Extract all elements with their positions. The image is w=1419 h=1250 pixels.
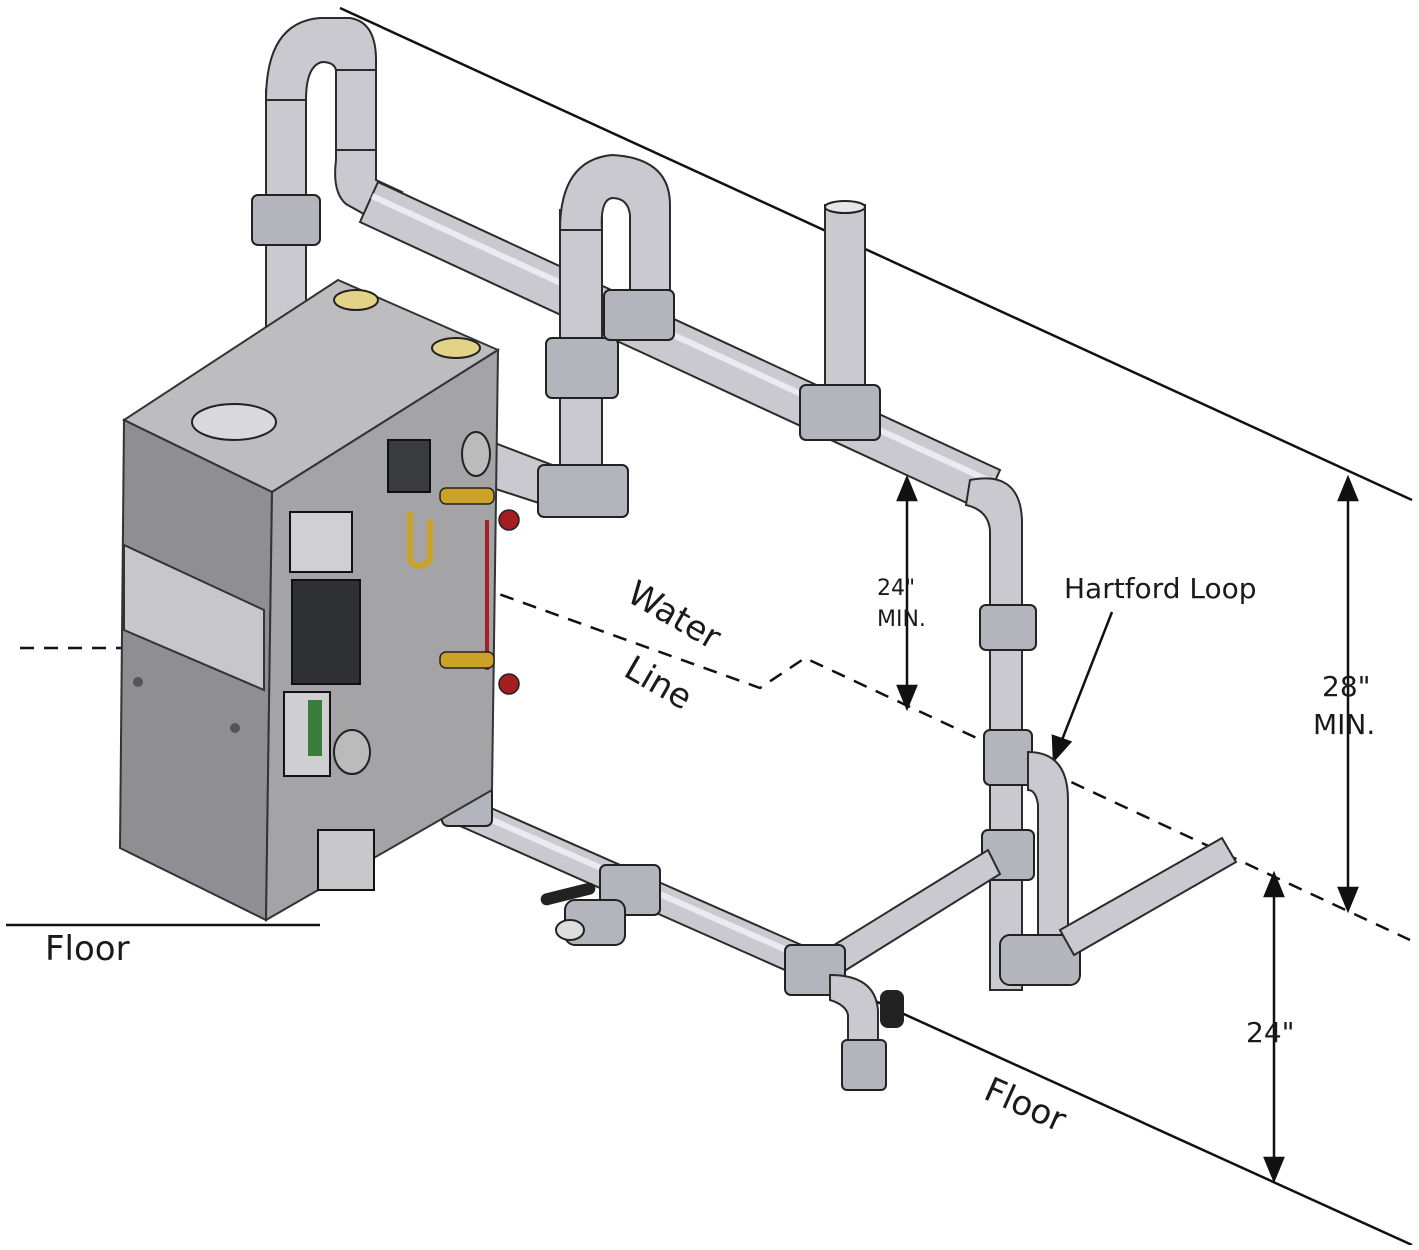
return-stub-right xyxy=(1058,836,1238,957)
union-fitting-2 xyxy=(545,337,619,399)
arrow-head xyxy=(896,684,918,712)
steam-piping xyxy=(251,17,1238,1091)
tapping-opening-2 xyxy=(431,337,481,359)
arrow-head xyxy=(1337,474,1359,502)
drain-elbow xyxy=(829,973,879,1051)
arrow-head xyxy=(896,474,918,502)
dim-24-min-suffix: MIN. xyxy=(877,607,926,632)
water-line-label-2: Line xyxy=(618,648,699,718)
floor-label-right: Floor xyxy=(978,1070,1072,1141)
arrow-head xyxy=(1263,1156,1285,1184)
drain-valve xyxy=(841,1039,887,1091)
arrow-head xyxy=(1337,886,1359,914)
union-fitting-3 xyxy=(979,604,1037,651)
return-cross-pipe xyxy=(824,848,1002,977)
tee-fitting-2 xyxy=(799,384,881,441)
control-panel xyxy=(291,579,361,685)
hartford-pointer xyxy=(1058,611,1114,746)
tee-fitting xyxy=(603,289,675,341)
gas-valve-icon xyxy=(317,829,375,891)
tapping-opening xyxy=(333,289,379,311)
flue-collar xyxy=(191,403,277,441)
top-reference-line xyxy=(339,6,1413,502)
pressure-control-icon xyxy=(387,439,431,493)
dim-24-value: 24" xyxy=(1246,1016,1295,1049)
low-water-cutoff xyxy=(283,691,331,777)
arrow-head xyxy=(1263,870,1285,898)
steam-boiler-icon xyxy=(118,278,520,922)
dim-28-min-value: 28" xyxy=(1322,670,1371,703)
dim-28-min-suffix: MIN. xyxy=(1313,708,1375,741)
pigtail-siphon xyxy=(407,512,433,569)
outlet-tee xyxy=(537,464,629,518)
union-fitting xyxy=(251,194,321,246)
burner-opening xyxy=(123,543,265,692)
junction-box xyxy=(289,511,353,573)
drain-valve-handle xyxy=(880,990,904,1028)
vent-stub-pipe xyxy=(824,204,866,406)
floor-line-right xyxy=(839,983,1413,1247)
dimension-arrows xyxy=(896,474,1359,1184)
hartford-loop-label: Hartford Loop xyxy=(1064,572,1257,605)
ball-valve-icon xyxy=(540,882,626,946)
bottom-tee xyxy=(999,934,1081,986)
hartford-tee xyxy=(983,729,1033,786)
dim-24-min-value: 24" xyxy=(877,576,915,601)
water-line-label-1: Water xyxy=(621,573,728,658)
floor-label-left: Floor xyxy=(45,929,130,969)
arrow-head xyxy=(1051,734,1073,764)
elbow-riser-2 xyxy=(558,153,671,311)
